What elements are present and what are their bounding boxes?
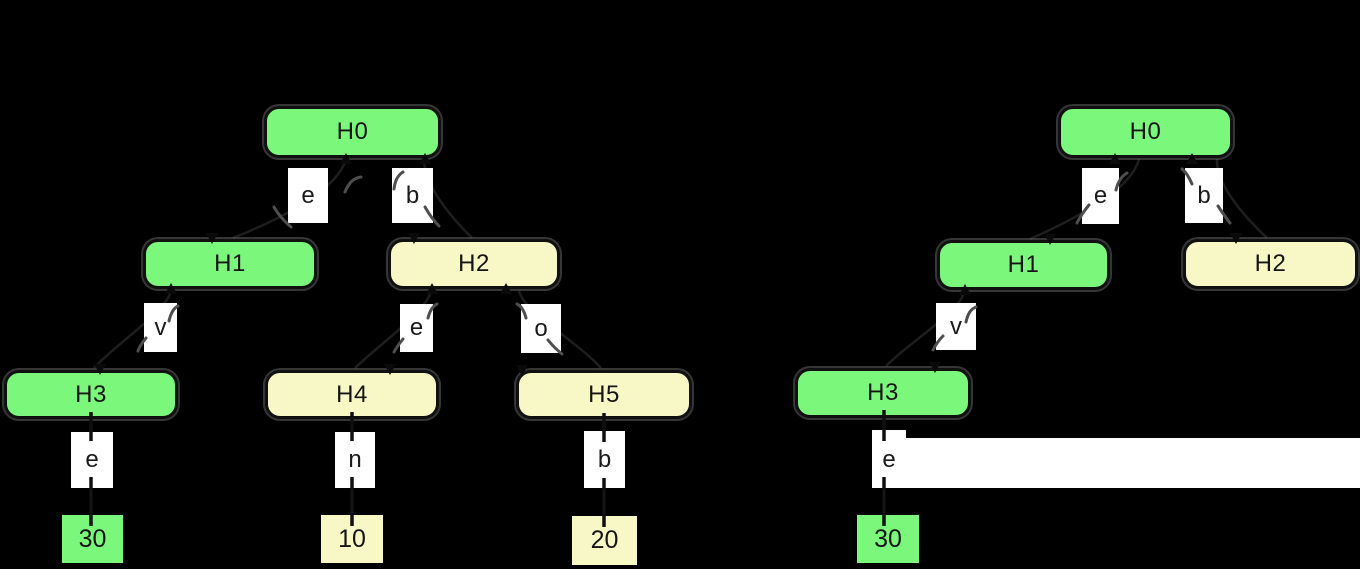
edge-label-right-h1-h3-text: v [950,312,962,340]
leaf-left-30-label: 30 [78,524,107,553]
edge-label-left-h5-20-text: b [597,445,612,473]
leaf-right-30: 30 [857,515,919,563]
node-left-h0-label: H0 [336,118,369,145]
node-left-h4: H4 [265,370,439,419]
leaf-left-20-label: 20 [590,526,619,554]
node-left-h5: H5 [516,370,692,419]
highlight-strip [872,438,1360,488]
edge-label-left-h3-30: e [71,432,113,488]
node-left-h1: H1 [143,239,317,289]
leaf-left-10-label: 10 [338,524,366,553]
leaf-left-10: 10 [321,515,383,563]
edge-curve-right-h0-h2 [1215,158,1268,239]
node-left-h5-label: H5 [588,380,620,408]
edge-label-left-h2-h4-text: e [409,314,424,341]
edge-label-left-h5-20: b [584,431,625,488]
edge-label-left-h4-10-text: n [348,446,362,473]
node-left-h4-label: H4 [336,380,368,408]
edge-label-right-h0-h2: b [1185,168,1223,223]
leaf-left-20: 20 [572,516,637,565]
node-left-h2: H2 [388,239,560,289]
edge-label-left-h0-h1-text: e [301,181,315,209]
node-right-h3-label: H3 [867,379,899,406]
node-left-h3-label: H3 [75,380,107,408]
node-left-h3: H3 [4,370,178,419]
node-right-h0-label: H0 [1129,118,1162,145]
highlight-strip-label-nub [872,430,906,442]
edge-label-right-h0-h2-text: b [1197,181,1211,209]
edge-label-right-h3-30-text: e [882,445,896,473]
leaf-left-30: 30 [62,515,123,563]
node-right-h0: H0 [1058,106,1233,158]
node-right-h2: H2 [1183,239,1358,289]
leaf-right-30-label: 30 [874,524,902,553]
edge-label-left-h2-h4: e [400,304,433,352]
edge-label-left-h1-h3: v [144,303,177,352]
edge-label-left-h1-h3-text: v [154,313,167,341]
edge-label-left-h4-10: n [335,432,375,488]
node-right-h2-label: H2 [1254,250,1287,277]
edge-label-right-h1-h3: v [936,303,976,350]
edge-label-right-h0-h1-text: e [1093,182,1108,209]
edge-label-left-h2-h5-text: o [534,314,548,342]
edge-label-left-h0-h2: b [392,168,433,223]
node-right-h1-label: H1 [1007,251,1040,278]
edge-label-right-h0-h1: e [1082,168,1119,224]
edge-label-left-h2-h5: o [521,304,561,353]
node-left-h2-label: H2 [458,250,490,277]
node-right-h3: H3 [795,368,971,418]
edge-label-left-h0-h1: e [288,168,328,223]
node-left-h0: H0 [264,106,441,158]
edge-label-left-h0-h2-text: b [405,181,420,209]
node-left-h1-label: H1 [214,250,246,277]
edge-label-right-h3-30: e [872,433,906,486]
node-right-h1: H1 [937,240,1110,290]
edge-label-left-h3-30-text: e [85,446,99,473]
